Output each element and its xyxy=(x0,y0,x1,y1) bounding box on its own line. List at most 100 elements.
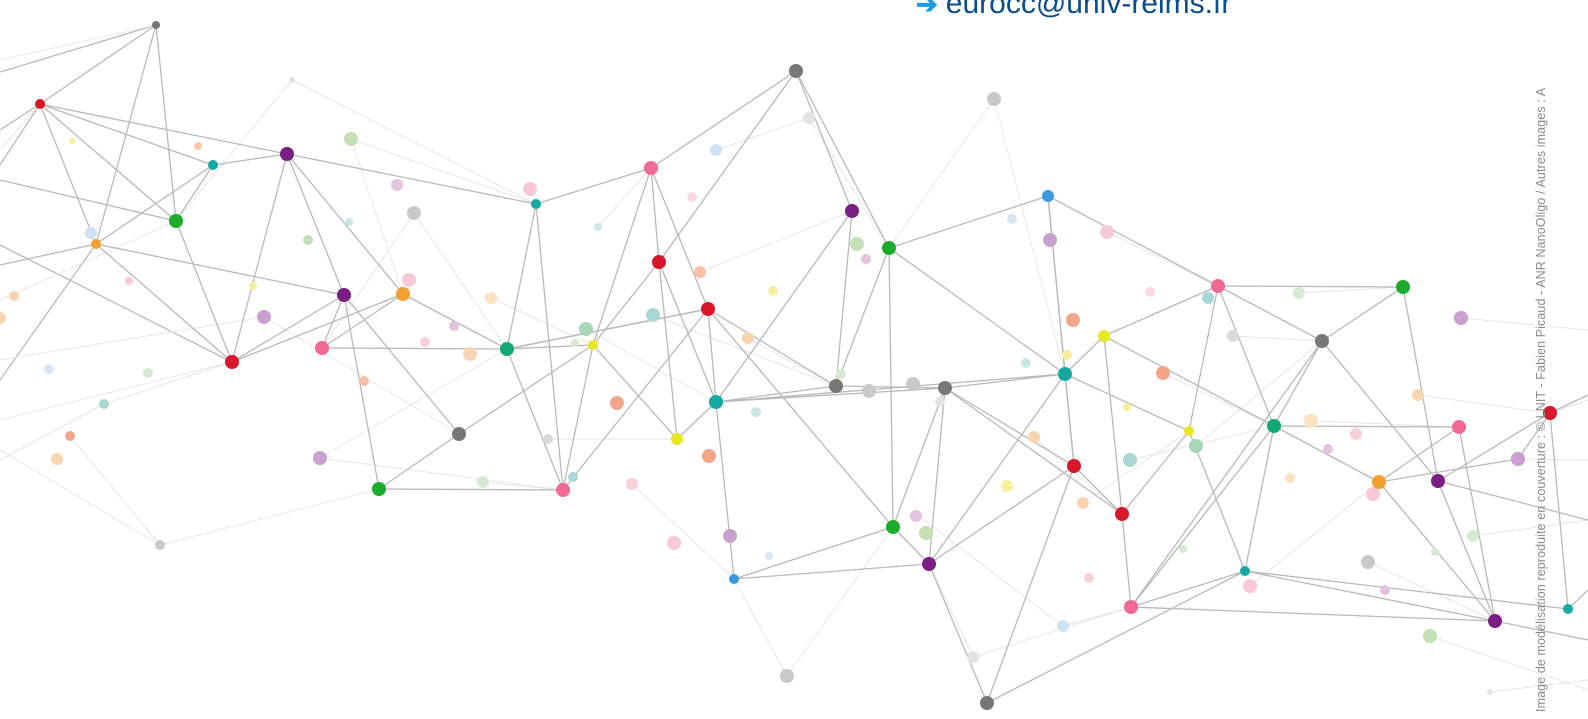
network-edge xyxy=(747,337,837,387)
network-edge xyxy=(286,153,537,205)
network-node xyxy=(208,160,218,170)
network-node xyxy=(709,395,723,409)
network-edge xyxy=(231,294,345,363)
network-node xyxy=(910,510,922,522)
network-edge xyxy=(928,563,974,658)
network-node xyxy=(1227,330,1239,342)
network-edge xyxy=(321,293,404,349)
network-edge xyxy=(1460,317,1588,331)
network-edge xyxy=(1378,458,1519,483)
network-edge xyxy=(650,167,709,310)
network-edge xyxy=(263,316,460,435)
network-edge xyxy=(650,70,797,169)
network-edge xyxy=(928,563,988,704)
network-edge xyxy=(1130,570,1246,608)
network-edge xyxy=(1195,340,1323,447)
network-node xyxy=(1057,620,1069,632)
network-edge xyxy=(319,457,564,491)
network-node xyxy=(1001,480,1013,492)
network-node xyxy=(789,64,803,78)
network-edge xyxy=(39,103,288,155)
network-edge xyxy=(944,387,1123,515)
network-edge xyxy=(175,164,214,222)
network-edge xyxy=(1273,425,1380,483)
network-node xyxy=(152,21,160,29)
network-edge xyxy=(103,361,233,405)
network-edge xyxy=(482,481,564,491)
network-node xyxy=(1293,287,1305,299)
network-node xyxy=(1066,313,1080,327)
network-edge xyxy=(506,348,564,491)
network-edge xyxy=(458,344,594,435)
network-node xyxy=(938,381,952,395)
network-edge xyxy=(562,344,594,491)
network-edge xyxy=(378,488,564,491)
network-edge xyxy=(597,167,652,228)
network-edge xyxy=(1429,635,1588,691)
network-node xyxy=(1115,507,1129,521)
network-edge xyxy=(378,433,460,490)
network-node xyxy=(980,696,994,710)
network-node xyxy=(694,266,706,278)
network-edge xyxy=(1437,480,1496,622)
network-node xyxy=(1431,548,1439,556)
network-edge xyxy=(944,373,1066,389)
network-node xyxy=(1361,555,1375,569)
network-node xyxy=(987,92,1001,106)
network-node xyxy=(886,520,900,534)
network-node xyxy=(1100,225,1114,239)
network-node xyxy=(1184,426,1194,436)
network-edge xyxy=(658,261,717,403)
network-edge xyxy=(699,210,853,273)
contact-line: ➔ eurocc@univ-reims.fr xyxy=(916,0,1231,22)
network-edge xyxy=(350,138,537,205)
network-edge xyxy=(350,138,404,295)
network-edge xyxy=(733,526,894,580)
network-node xyxy=(407,206,421,220)
network-edge xyxy=(0,24,157,73)
network-edge xyxy=(707,308,894,528)
network-edge xyxy=(715,117,810,151)
network-node xyxy=(861,254,871,264)
network-node xyxy=(1487,689,1493,695)
network-edge xyxy=(892,526,930,565)
network-edge xyxy=(1121,513,1132,608)
network-edge xyxy=(1121,430,1190,515)
network-edge xyxy=(1458,426,1496,622)
network-node xyxy=(1240,566,1250,576)
network-edge xyxy=(1232,335,1323,342)
network-node xyxy=(303,235,313,245)
network-node xyxy=(882,241,896,255)
email-link[interactable]: eurocc@univ-reims.fr xyxy=(945,0,1232,20)
network-edge xyxy=(835,210,853,387)
network-node xyxy=(249,282,257,290)
network-node xyxy=(359,376,369,386)
network-node xyxy=(1007,214,1017,224)
network-node xyxy=(568,472,578,482)
network-edge xyxy=(343,294,460,435)
network-node xyxy=(1028,431,1040,443)
network-edge xyxy=(291,79,537,205)
network-edge xyxy=(562,308,709,491)
network-edge xyxy=(321,212,415,349)
network-edge xyxy=(1103,335,1275,427)
network-node xyxy=(1062,350,1072,360)
network-node xyxy=(463,347,477,361)
network-node xyxy=(652,255,666,269)
network-edge xyxy=(733,563,930,580)
network-node xyxy=(1211,279,1225,293)
network-edge xyxy=(928,387,946,565)
network-node xyxy=(1396,280,1410,294)
network-edge xyxy=(159,488,380,546)
network-edge xyxy=(1130,606,1496,622)
network-node xyxy=(0,312,6,324)
network-node xyxy=(742,332,754,344)
network-edge xyxy=(658,70,797,263)
network-node xyxy=(337,288,351,302)
network-node xyxy=(169,214,183,228)
network-node xyxy=(1323,444,1333,454)
network-edge xyxy=(1073,465,1123,515)
network-edge xyxy=(39,103,177,222)
network-node xyxy=(1563,604,1573,614)
network-edge xyxy=(0,103,41,166)
